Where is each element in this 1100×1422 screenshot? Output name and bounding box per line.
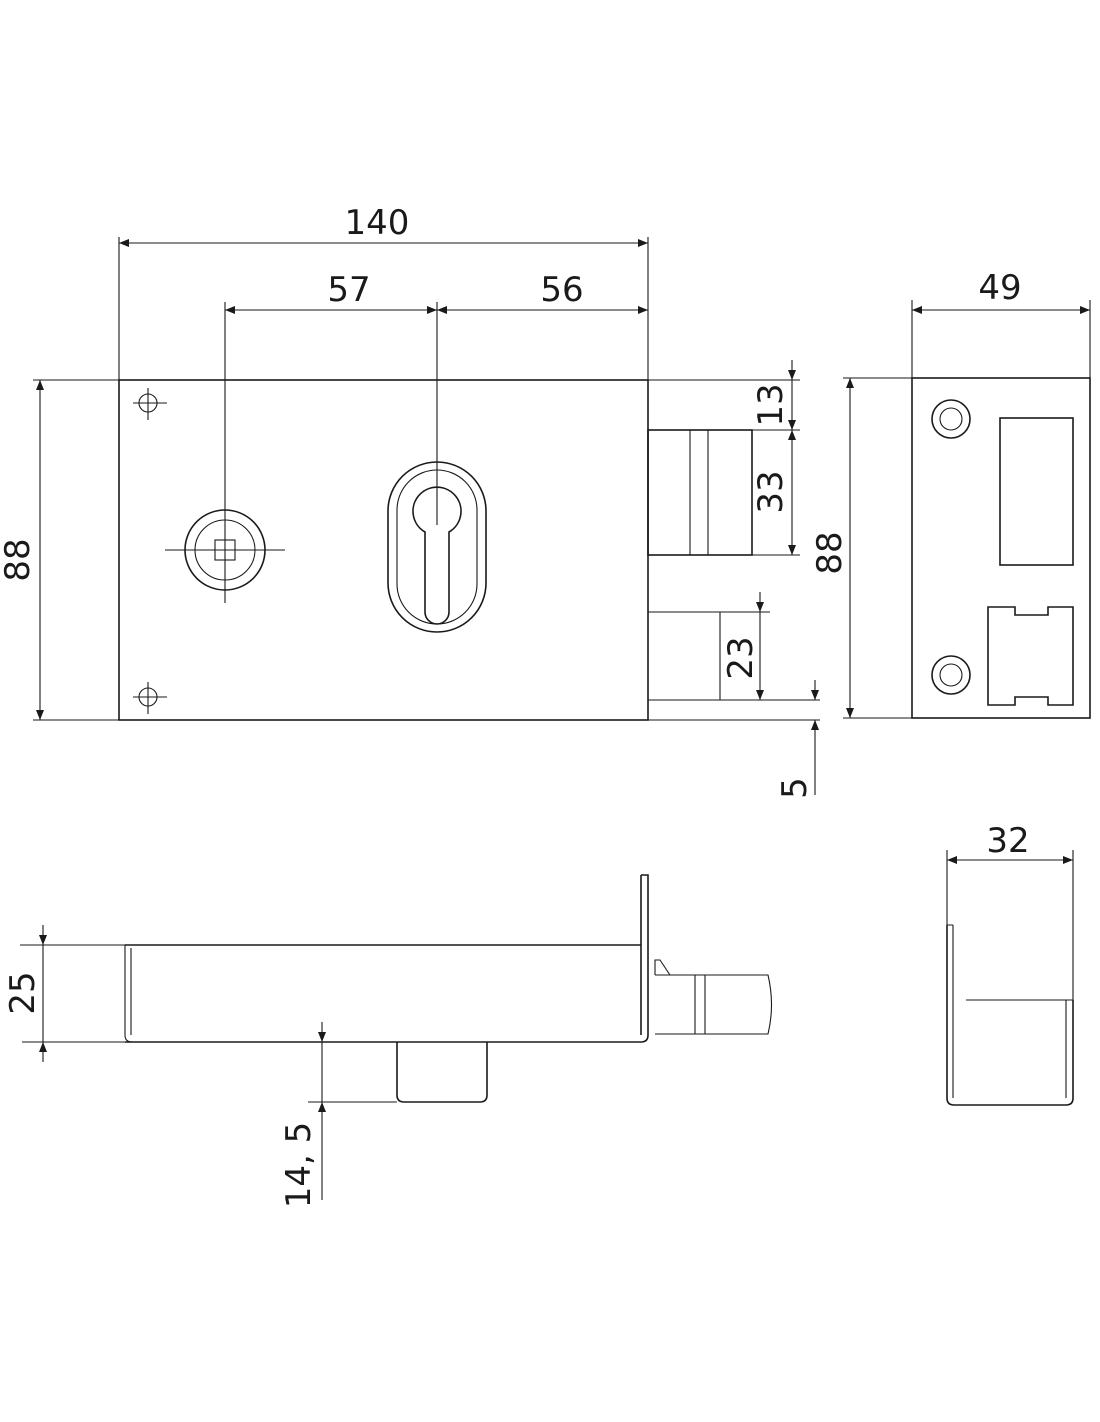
dim-side-height-88: 88: [810, 531, 850, 574]
screw-hole-bottom: [133, 682, 167, 714]
front-view: 140 57 56 88 13 33 23 5: [0, 203, 820, 799]
dim-strike-width-32: 32: [986, 821, 1029, 861]
dim-projection-14-5: 14, 5: [279, 1122, 319, 1209]
latch-bolt: [648, 611, 820, 701]
side-view: 49 88: [810, 268, 1091, 719]
dim-top-gap-13: 13: [751, 383, 791, 426]
dim-height-88: 88: [0, 538, 38, 581]
dim-latch-23: 23: [721, 636, 761, 679]
dim-spindle-57: 57: [327, 270, 370, 310]
cylinder-keyhole: [387, 461, 487, 633]
spindle-hub: [165, 509, 285, 591]
dim-side-width-49: 49: [978, 268, 1021, 308]
dim-bolt-33: 33: [751, 470, 791, 513]
deadbolt: [647, 429, 800, 556]
dim-cylinder-56: 56: [540, 270, 583, 310]
dim-depth-25: 25: [3, 971, 43, 1014]
strike-view: 32: [946, 821, 1074, 1106]
bottom-view: 25 14, 5: [3, 874, 773, 1209]
screw-hole-top: [133, 388, 167, 420]
dim-width-140: 140: [345, 203, 410, 243]
dim-bottom-gap-5: 5: [775, 777, 815, 799]
